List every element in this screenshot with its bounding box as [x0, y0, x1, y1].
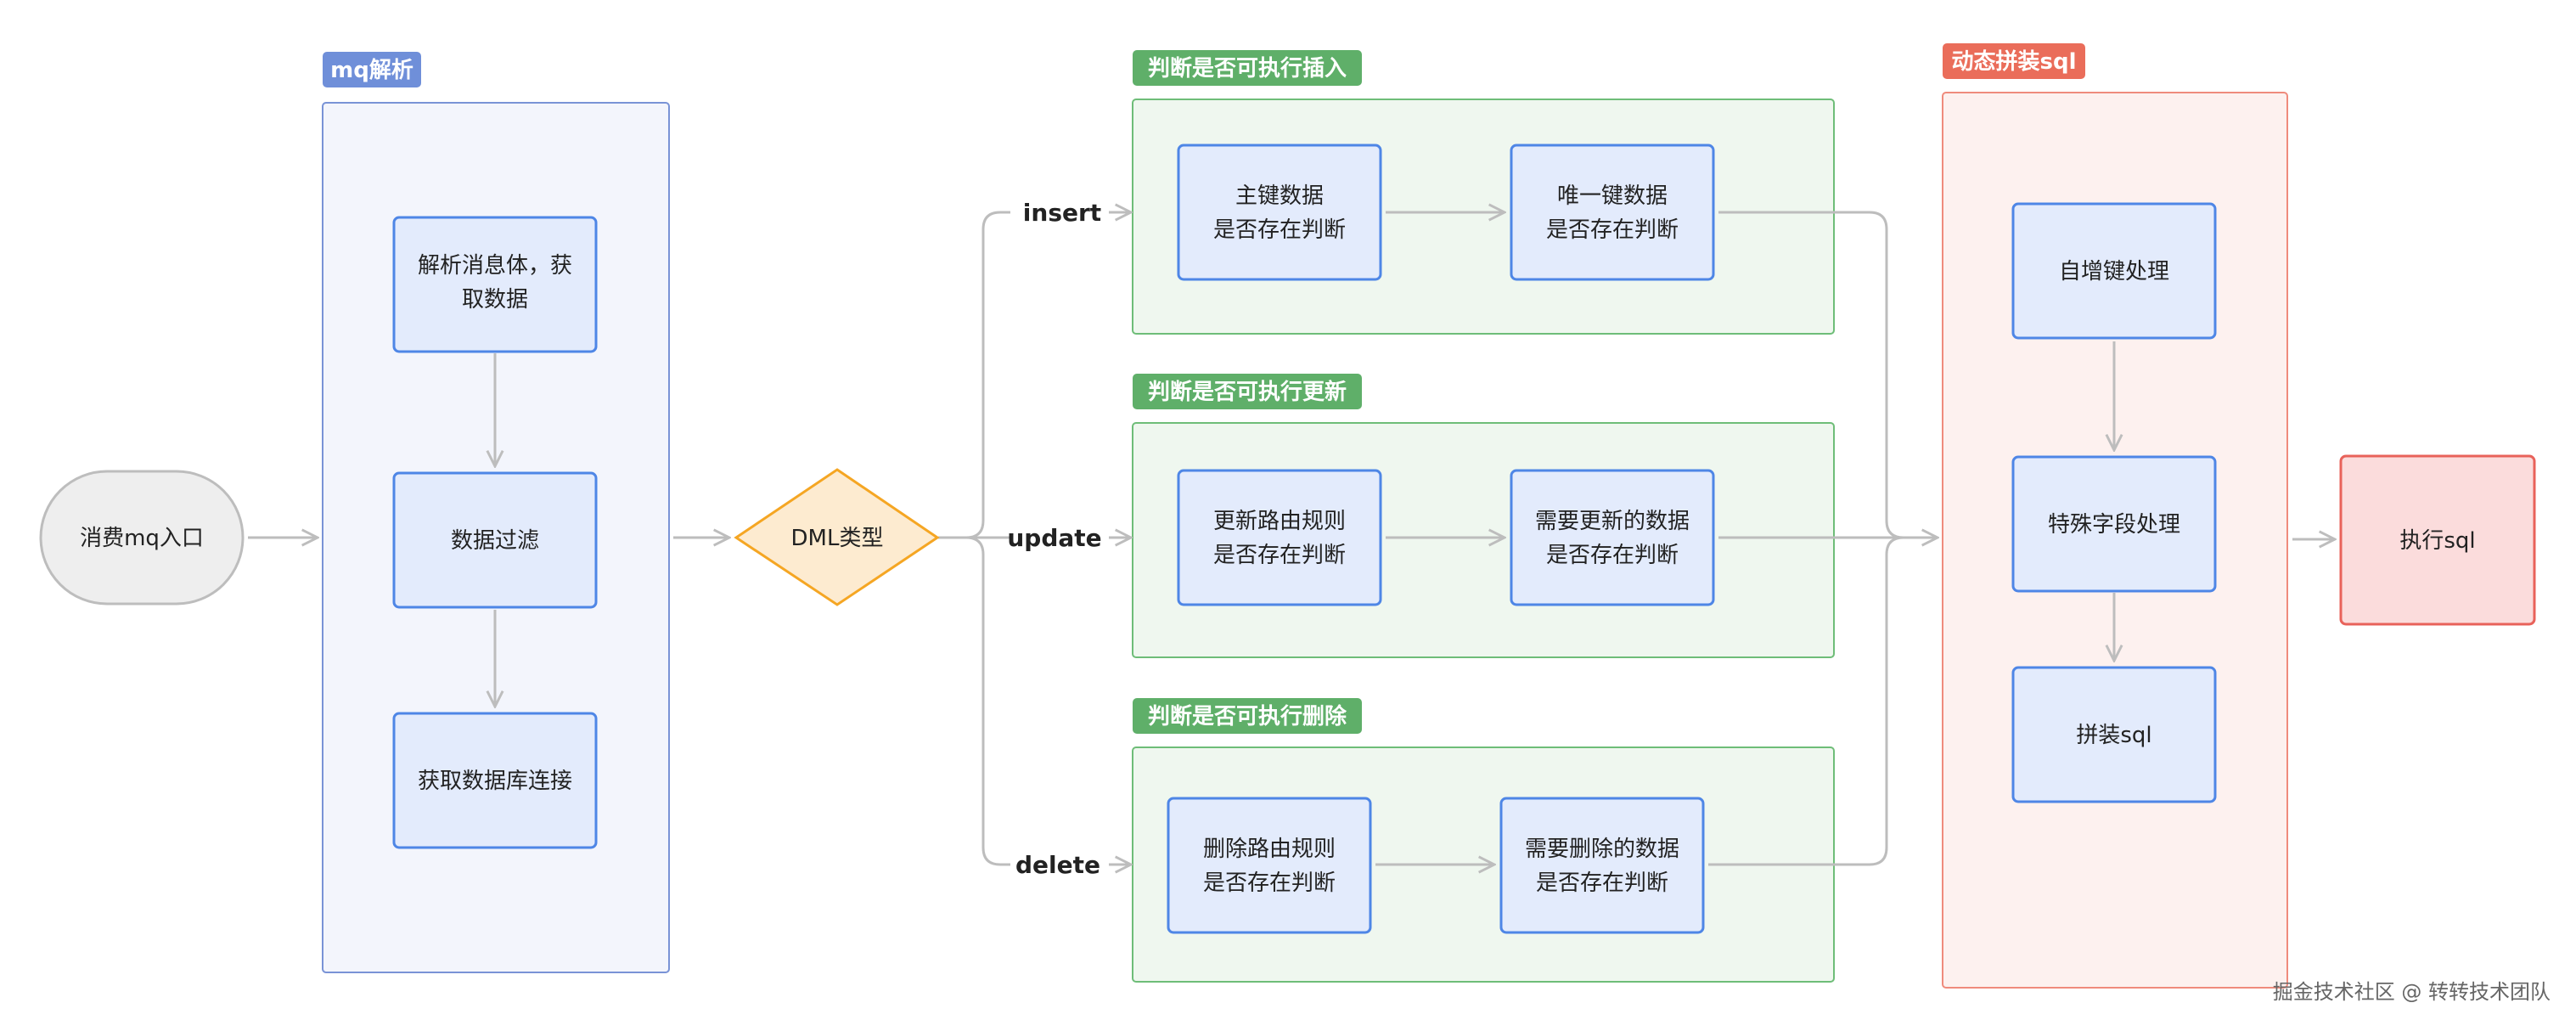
watermark: 掘金技术社区 @ 转转技术团队 [2273, 980, 2551, 1004]
group-insert-tag [1133, 50, 1362, 86]
edge-dml-to-delete [965, 536, 1010, 866]
group-mq-tag [323, 52, 421, 87]
node-execute-sql: 执行sql [2339, 454, 2536, 626]
node-assemble-sql: 拼装sql [2011, 666, 2217, 803]
node-auto-increment: 自增键处理 [2011, 202, 2217, 340]
node-filter: 数据过滤 [392, 471, 598, 609]
special-field-label: 特殊字段处理 [2048, 512, 2180, 538]
edge-label-delete: delete [1015, 851, 1100, 879]
parse-label: 解析消息体，获取数据 [418, 253, 572, 313]
delete-data-label: 需要删除的数据是否存在判断 [1525, 837, 1679, 896]
node-special-field: 特殊字段处理 [2011, 455, 2217, 593]
insert-pk-box [1177, 144, 1382, 281]
edge-delete-to-sql [1708, 536, 1904, 866]
edge-label-insert: insert [1023, 199, 1101, 227]
update-route-label: 更新路由规则是否存在判断 [1213, 509, 1346, 568]
update-data-label: 需要更新的数据是否存在判断 [1535, 509, 1690, 568]
assemble-sql-box [2011, 666, 2217, 803]
node-insert-pk-check: 主键数据是否存在判断 [1177, 144, 1382, 281]
insert-uk-label: 唯一键数据是否存在判断 [1546, 183, 1679, 243]
edge-insert-to-sql [1718, 211, 1904, 539]
edge-dml-to-insert [938, 211, 1010, 539]
node-update-route-check: 更新路由规则是否存在判断 [1177, 469, 1382, 606]
node-start: 消费mq入口 [39, 470, 245, 606]
group-sql-title: 动态拼装sql [1952, 48, 2077, 75]
start-terminal-label: 消费mq入口 [80, 526, 204, 551]
delete-data-box [1499, 797, 1705, 934]
special-field-box [2011, 455, 2217, 593]
node-delete-route-check: 删除路由规则是否存在判断 [1167, 797, 1372, 934]
node-dml-decision: DML类型 [734, 468, 940, 606]
update-route-box [1177, 469, 1382, 606]
db-connection-label: 获取数据库连接 [418, 769, 572, 794]
update-data-box [1510, 469, 1715, 606]
insert-pk-label: 主键数据是否存在判断 [1213, 183, 1346, 243]
group-sql-tag [1943, 43, 2085, 79]
edge-label-update: update [1007, 524, 1101, 552]
auto-increment-box [2011, 202, 2217, 340]
node-delete-data-check: 需要删除的数据是否存在判断 [1499, 797, 1705, 934]
connectors [248, 212, 2335, 865]
node-parse: 解析消息体，获取数据 [392, 216, 598, 353]
start-terminal-shape [39, 470, 245, 606]
dml-decision-diamond [734, 468, 940, 606]
delete-route-box [1167, 797, 1372, 934]
group-delete-title: 判断是否可执行删除 [1148, 703, 1347, 730]
group-insert-title: 判断是否可执行插入 [1148, 55, 1347, 82]
group-update-title: 判断是否可执行更新 [1148, 379, 1347, 405]
db-connection-box [392, 712, 598, 849]
group-mq-title: mq解析 [330, 58, 413, 83]
execute-sql-label: 执行sql [2399, 528, 2475, 554]
group-update-tag [1133, 374, 1362, 409]
dml-decision-label: DML类型 [791, 526, 884, 551]
delete-route-label: 删除路由规则是否存在判断 [1203, 837, 1336, 896]
node-db-connection: 获取数据库连接 [392, 712, 598, 849]
assemble-sql-label: 拼装sql [2076, 723, 2151, 748]
group-delete-tag [1133, 698, 1362, 734]
filter-label: 数据过滤 [451, 528, 539, 554]
filter-box [392, 471, 598, 609]
node-insert-uk-check: 唯一键数据是否存在判断 [1510, 144, 1715, 281]
auto-increment-label: 自增键处理 [2059, 259, 2169, 285]
parse-box [392, 216, 598, 353]
node-update-data-check: 需要更新的数据是否存在判断 [1510, 469, 1715, 606]
execute-sql-box [2339, 454, 2536, 626]
insert-uk-box [1510, 144, 1715, 281]
